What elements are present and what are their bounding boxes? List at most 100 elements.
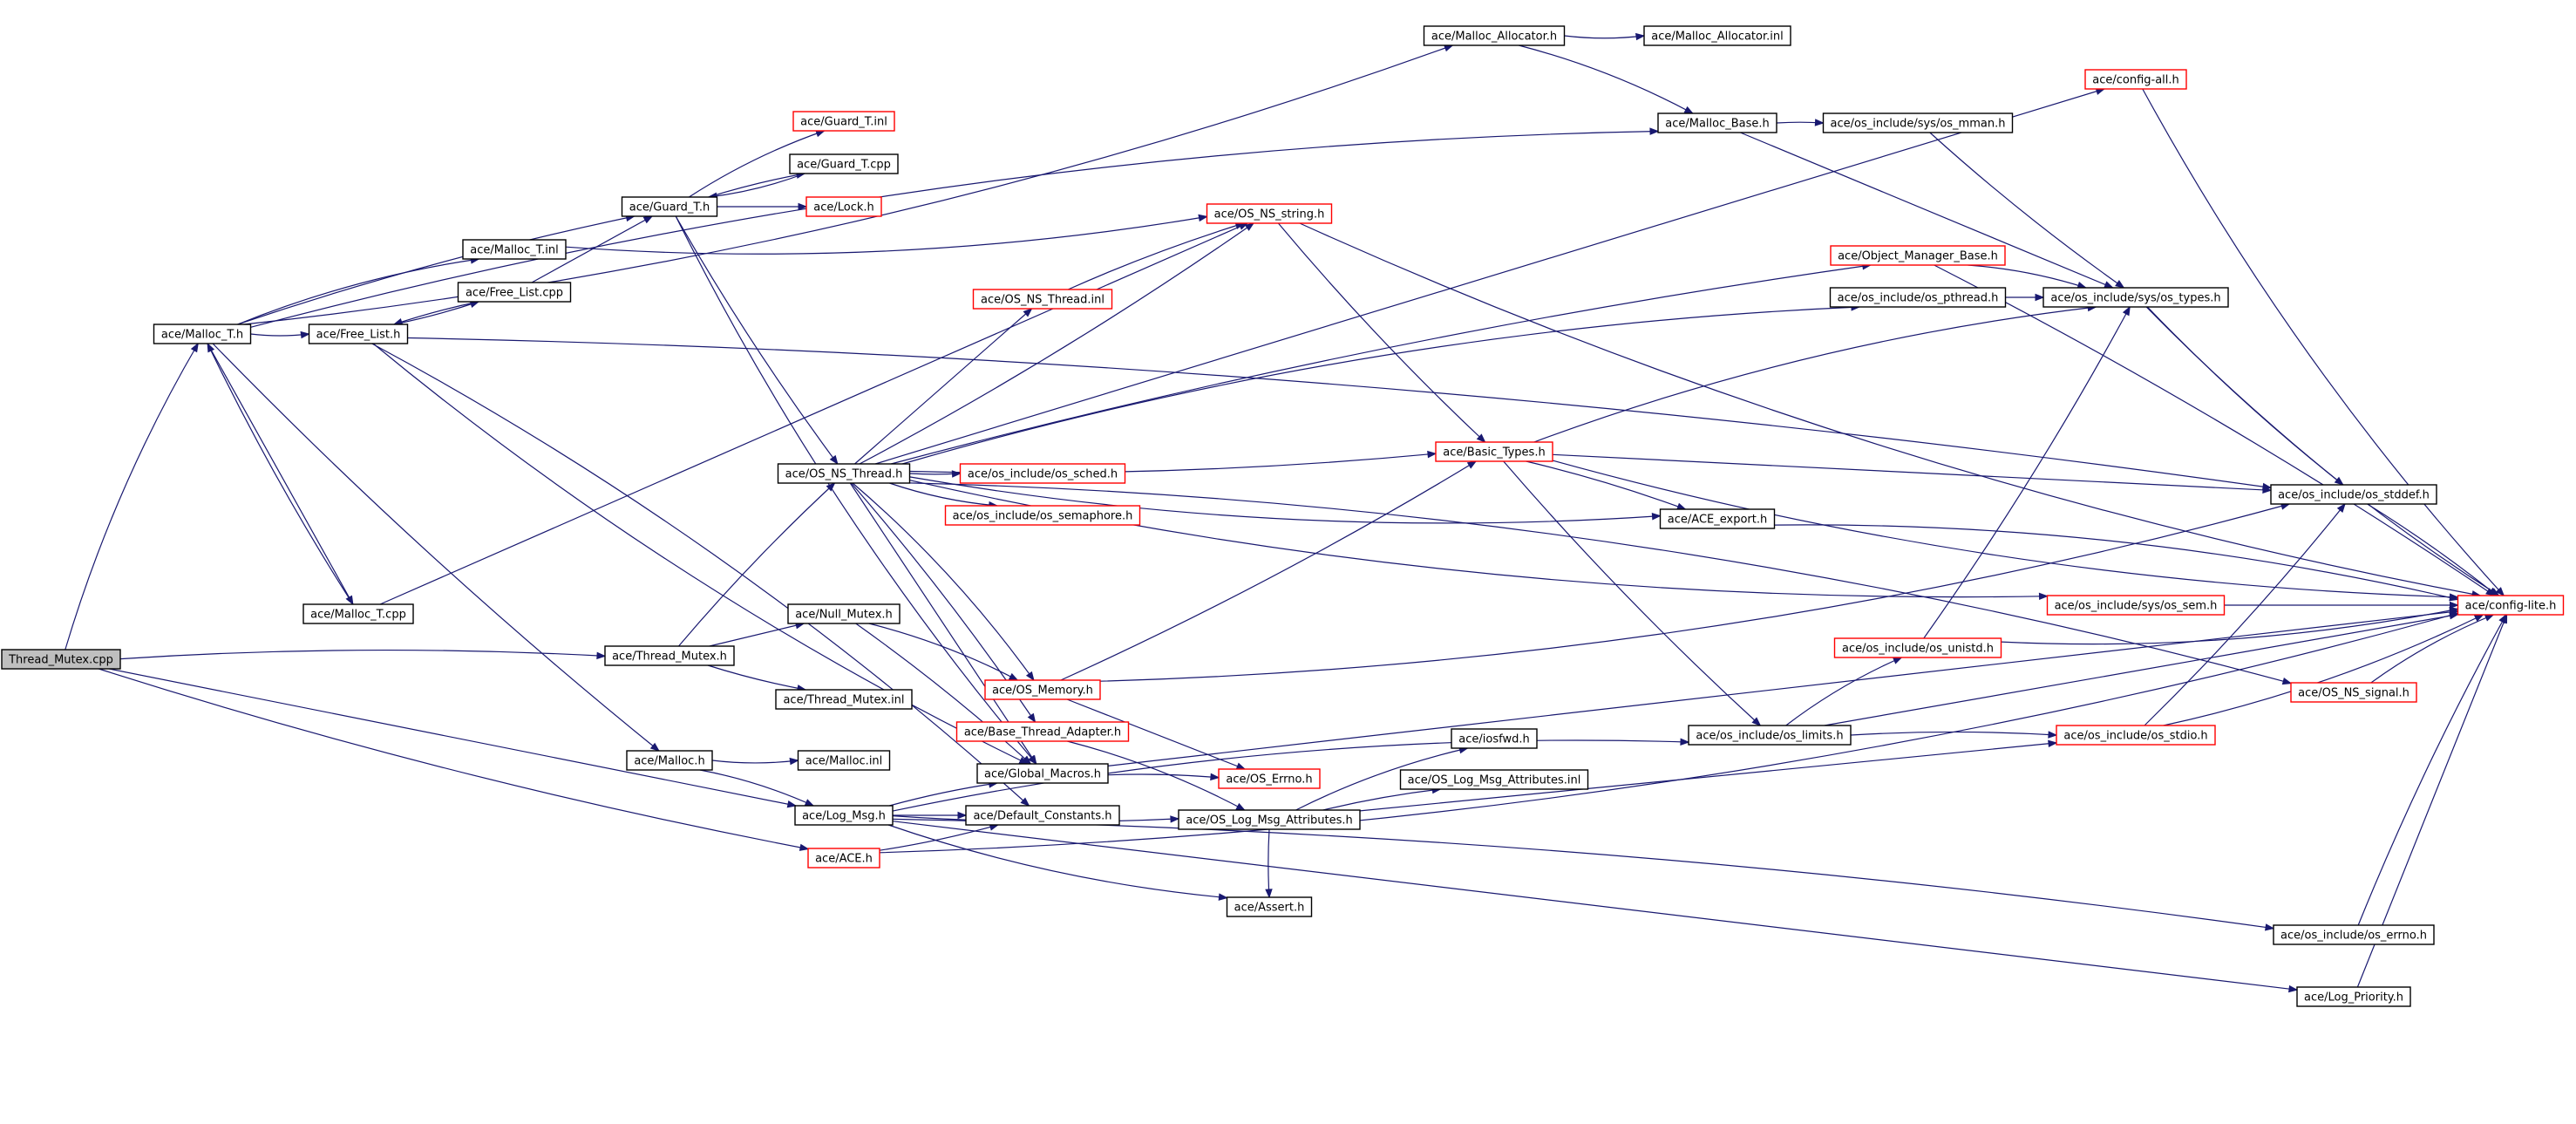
node-os-ns-signal-h[interactable]: ace/OS_NS_signal.h: [2290, 682, 2417, 703]
edge-arrowhead: [1210, 773, 1220, 781]
edge-arrowhead: [1683, 106, 1695, 114]
node-guard-t-h[interactable]: ace/Guard_T.h: [621, 196, 718, 217]
node-label: ace/os_include/sys/os_mman.h: [1831, 118, 2006, 131]
node-config-all-h[interactable]: ace/config-all.h: [2084, 69, 2187, 90]
node-lock-h[interactable]: ace/Lock.h: [805, 196, 882, 217]
node-thread-mutex-inl[interactable]: ace/Thread_Mutex.inl: [775, 689, 913, 710]
edge-null-mutex-h-to-os-memory-h: [868, 623, 1018, 681]
node-label: ace/iosfwd.h: [1458, 733, 1529, 746]
node-malloc-t-inl[interactable]: ace/Malloc_T.inl: [462, 239, 567, 260]
node-assert-h[interactable]: ace/Assert.h: [1226, 896, 1313, 917]
node-os-ns-string-h[interactable]: ace/OS_NS_string.h: [1206, 203, 1333, 224]
node-os-log-msg-attributes-inl[interactable]: ace/OS_Log_Msg_Attributes.inl: [1399, 769, 1589, 790]
node-iosfwd-h[interactable]: ace/iosfwd.h: [1451, 728, 1538, 749]
edge-malloc-h-to-log-msg-h: [699, 769, 814, 807]
node-os-pthread-h[interactable]: ace/os_include/os_pthread.h: [1829, 287, 2007, 308]
node-label: ace/Thread_Mutex.inl: [783, 694, 904, 707]
edge-arrowhead: [1025, 671, 1035, 682]
edge-ace-export-h-to-config-lite-h: [1774, 524, 2458, 600]
node-os-ns-thread-h[interactable]: ace/OS_NS_Thread.h: [777, 463, 911, 484]
edge-arrowhead: [1235, 802, 1246, 811]
node-box: [1451, 728, 1538, 749]
edge-null-mutex-h-to-global-macros-h: [855, 623, 1031, 765]
edge-arrowhead: [798, 202, 808, 211]
node-malloc-h[interactable]: ace/Malloc.h: [626, 750, 713, 771]
node-os-ns-thread-inl[interactable]: ace/OS_NS_Thread.inl: [972, 289, 1113, 310]
node-guard-t-inl[interactable]: ace/Guard_T.inl: [792, 111, 895, 132]
edge-os-ns-thread-h-to-os-semaphore-h: [889, 482, 997, 507]
node-label: ace/Malloc_Base.h: [1665, 118, 1770, 131]
node-malloc-t-h[interactable]: ace/Malloc_T.h: [153, 324, 252, 344]
node-free-list-cpp[interactable]: ace/Free_List.cpp: [457, 282, 572, 303]
node-os-semaphore-h[interactable]: ace/os_include/os_semaphore.h: [944, 505, 1141, 526]
node-os-unistd-h[interactable]: ace/os_include/os_unistd.h: [1833, 637, 2002, 658]
node-box: [789, 153, 899, 174]
node-os-types-h[interactable]: ace/os_include/sys/os_types.h: [2042, 287, 2229, 308]
node-log-priority-h[interactable]: ace/Log_Priority.h: [2296, 986, 2411, 1007]
node-label: ace/Guard_T.inl: [800, 116, 887, 129]
node-os-errno-include-h[interactable]: ace/os_include/os_errno.h: [2273, 924, 2435, 945]
node-basic-types-h[interactable]: ace/Basic_Types.h: [1435, 441, 1553, 462]
edge-malloc-base-h-to-os-types-h: [1740, 132, 2113, 289]
edge-arrowhead: [2336, 502, 2346, 514]
node-box: [959, 463, 1126, 484]
edge-os-errno-include-h-to-config-lite-h: [2357, 614, 2507, 926]
node-box: [2084, 69, 2187, 90]
node-os-mman-h[interactable]: ace/os_include/sys/os_mman.h: [1822, 112, 2014, 133]
node-malloc-inl[interactable]: ace/Malloc.inl: [797, 750, 891, 771]
edge-ace-h-to-default-constants-h: [879, 824, 998, 851]
edge-arrowhead: [596, 651, 607, 660]
node-base-thread-adapter-h[interactable]: ace/Base_Thread_Adapter.h: [955, 721, 1130, 742]
node-label: ace/os_include/os_errno.h: [2280, 930, 2427, 943]
node-os-sem-h[interactable]: ace/os_include/sys/os_sem.h: [2046, 595, 2226, 616]
node-label: ace/Basic_Types.h: [1443, 446, 1545, 460]
edge-basic-types-h-to-ace-export-h: [1526, 460, 1686, 510]
node-os-stddef-h[interactable]: ace/os_include/os_stddef.h: [2270, 484, 2437, 505]
edge-arrowhead: [2449, 612, 2459, 620]
node-os-stdio-h[interactable]: ace/os_include/os_stdio.h: [2056, 725, 2216, 746]
edge-arrowhead: [1635, 32, 1646, 41]
node-thread-mutex-cpp[interactable]: Thread_Mutex.cpp: [1, 649, 121, 670]
edge-log-msg-h-to-global-macros-h: [889, 782, 997, 807]
node-default-constants-h[interactable]: ace/Default_Constants.h: [965, 805, 1120, 826]
node-null-mutex-h[interactable]: ace/Null_Mutex.h: [787, 603, 901, 624]
node-malloc-allocator-inl[interactable]: ace/Malloc_Allocator.inl: [1643, 25, 1791, 46]
edge-arrowhead: [649, 742, 660, 752]
node-object-manager-base-h[interactable]: ace/Object_Manager_Base.h: [1830, 245, 2006, 266]
node-ace-export-h[interactable]: ace/ACE_export.h: [1659, 508, 1776, 529]
edge-log-msg-h-to-assert-h: [887, 824, 1227, 899]
node-label: ace/Malloc.inl: [805, 755, 883, 768]
node-label: ace/Global_Macros.h: [984, 768, 1101, 781]
edge-os-limits-h-to-os-stdio-h: [1850, 731, 2057, 736]
node-guard-t-cpp[interactable]: ace/Guard_T.cpp: [789, 153, 899, 174]
edge-thread-mutex-h-to-null-mutex-h: [709, 623, 805, 647]
node-malloc-allocator-h[interactable]: ace/Malloc_Allocator.h: [1423, 25, 1566, 46]
edge-thread-mutex-h-to-os-ns-thread-h: [678, 482, 835, 647]
node-layer: Thread_Mutex.cpp ace/Malloc_T.h ace/Free_L…: [1, 25, 2565, 1007]
node-config-lite-h[interactable]: ace/config-lite.h: [2457, 595, 2565, 616]
node-malloc-t-cpp[interactable]: ace/Malloc_T.cpp: [302, 603, 414, 624]
node-thread-mutex-h[interactable]: ace/Thread_Mutex.h: [604, 645, 735, 666]
node-box: [1822, 112, 2014, 133]
node-log-msg-h[interactable]: ace/Log_Msg.h: [794, 805, 894, 826]
node-os-memory-h[interactable]: ace/OS_Memory.h: [984, 679, 1101, 700]
edge-arrowhead: [190, 342, 199, 353]
edge-arrowhead: [1751, 717, 1762, 726]
edge-basic-types-h-to-os-stddef-h: [1552, 453, 2272, 491]
edge-malloc-h-to-malloc-inl: [711, 760, 799, 764]
edge-arrowhead: [642, 215, 654, 224]
node-malloc-base-h[interactable]: ace/Malloc_Base.h: [1657, 112, 1777, 133]
node-global-macros-h[interactable]: ace/Global_Macros.h: [976, 763, 1109, 784]
node-ace-h[interactable]: ace/ACE.h: [807, 848, 880, 869]
node-label: ace/Malloc_T.cpp: [310, 609, 406, 622]
edge-os-unistd-h-to-os-types-h: [1923, 306, 2131, 639]
edge-free-list-cpp-to-free-list-h: [393, 301, 479, 325]
node-os-errno-h[interactable]: ace/OS_Errno.h: [1218, 768, 1321, 789]
edge-free-list-h-to-default-constants-h: [371, 343, 1030, 807]
node-free-list-h[interactable]: ace/Free_List.h: [308, 324, 409, 344]
node-os-limits-h[interactable]: ace/os_include/os_limits.h: [1688, 725, 1852, 746]
edge-os-ns-thread-h-to-ace-export-h: [909, 476, 1661, 524]
node-os-sched-h[interactable]: ace/os_include/os_sched.h: [959, 463, 1126, 484]
node-os-log-msg-attributes-h[interactable]: ace/OS_Log_Msg_Attributes.h: [1178, 809, 1361, 830]
node-label: ace/Malloc.h: [634, 755, 704, 768]
